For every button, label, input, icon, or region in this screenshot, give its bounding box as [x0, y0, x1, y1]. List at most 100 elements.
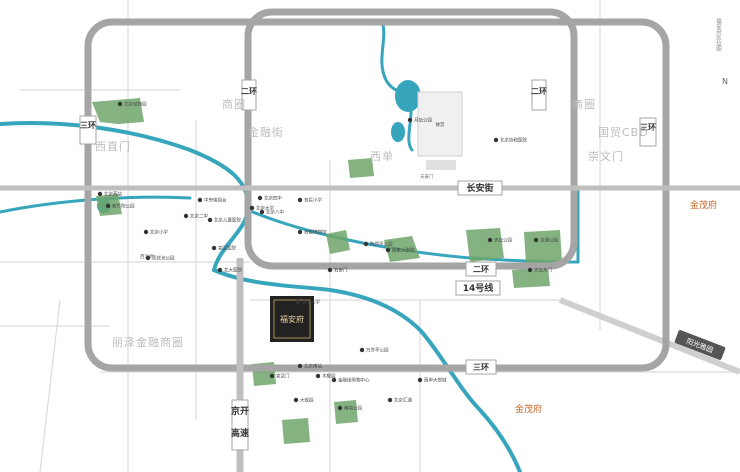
poi-dot	[493, 137, 499, 143]
poi-label: 龙潭公园	[540, 237, 558, 244]
poi-label: 北京协和医院	[500, 137, 527, 144]
poi-dot	[249, 205, 255, 211]
project-marker: 福安府	[270, 296, 314, 342]
ring-labels: 三环 二环 二环 三环 二环 三环	[79, 79, 657, 375]
poi-dot	[207, 217, 213, 223]
changan-label: 长安街	[466, 182, 493, 194]
svg-text:商圈: 商圈	[222, 97, 246, 111]
svg-text:三环: 三环	[80, 121, 96, 130]
poi-label: 木樨园	[322, 373, 336, 380]
poi-label: 国家大剧院	[392, 247, 415, 254]
poi-dot	[363, 241, 369, 247]
poi-label: 北京小学	[150, 229, 168, 236]
poi-dot	[533, 237, 539, 243]
poi-dot	[105, 203, 111, 209]
poi-dot	[211, 245, 217, 251]
poi-label: 北京二中	[190, 213, 208, 220]
poi-dot	[117, 101, 123, 107]
poi-label: 宣武医院	[218, 245, 236, 252]
poi-label: 天坛公园	[494, 237, 512, 244]
poi-label: 育民小学	[304, 197, 322, 204]
poi-dot	[297, 197, 303, 203]
diagonal-expressway: 阳光雅园	[558, 297, 740, 375]
poi-dot	[297, 363, 303, 369]
poi-dot	[143, 229, 149, 235]
poi-label: 金融街购物中心	[338, 377, 370, 384]
line14-label: 14号线	[463, 282, 494, 294]
poi-dot	[217, 267, 223, 273]
poi-dot	[385, 247, 391, 253]
svg-text:二环: 二环	[531, 87, 547, 96]
svg-text:福安府区位图: 福安府区位图	[715, 17, 722, 53]
poi-label: 莲花池公园	[152, 255, 175, 262]
poi-label: 西单大悦城	[424, 377, 447, 384]
poi-label: 万芳亭公园	[366, 347, 389, 354]
poi-label: 紫竹院公园	[112, 203, 135, 210]
poi-dot	[527, 267, 533, 273]
svg-text:金茂府: 金茂府	[515, 403, 542, 415]
poi-dot	[145, 255, 151, 261]
poi-label: 北京汇通	[394, 397, 412, 404]
poi-label: 大观园	[300, 397, 314, 404]
poi-dot	[407, 117, 413, 123]
second-ring-road	[244, 8, 578, 270]
poi-dot	[259, 209, 265, 215]
forbidden-city: 故宫	[417, 91, 463, 170]
poi-label: 北京西站	[104, 191, 122, 198]
poi-dot	[269, 373, 275, 379]
tiananmen-label: 天安门	[420, 173, 434, 180]
lakes	[97, 80, 421, 213]
poi-label: 北京四中	[264, 195, 282, 202]
svg-text:金茂府: 金茂府	[690, 199, 717, 211]
north-icon: N	[722, 77, 728, 86]
svg-text:丽泽金融商圈: 丽泽金融商圈	[112, 335, 184, 349]
poi-dot	[487, 237, 493, 243]
poi-dot	[183, 213, 189, 219]
poi-label: 北大医院	[224, 267, 242, 274]
poi-dot	[417, 377, 423, 383]
poi-label: 南站公园	[344, 405, 362, 412]
poi-dot	[359, 347, 365, 353]
poi-label: 宣武门	[276, 373, 290, 380]
jingkai-label-2: 高速	[231, 427, 249, 439]
poi-dot	[297, 229, 303, 235]
brand-logo-right: 金茂府	[690, 199, 717, 211]
jingkai-label-1: 京开	[231, 405, 249, 417]
poi-label: 月坛公园	[414, 117, 432, 124]
svg-text:崇文门: 崇文门	[588, 149, 624, 163]
poi-label: 首都博物馆	[304, 229, 327, 236]
svg-text:福安府: 福安府	[280, 314, 304, 324]
svg-text:三环: 三环	[473, 363, 489, 372]
poi-label: 北京动物园	[124, 101, 147, 108]
district-labels: 商圈 金融街 商圈 国贸CBD 丽泽金融商圈 西直门 西单 崇文门	[95, 97, 649, 349]
poi-dot	[257, 195, 263, 201]
poi-label: 北京儿童医院	[214, 217, 241, 224]
svg-text:商圈: 商圈	[572, 97, 596, 111]
poi-dot	[337, 405, 343, 411]
svg-text:国贸CBD: 国贸CBD	[598, 126, 649, 139]
parks	[92, 98, 562, 444]
poi-dot	[387, 397, 393, 403]
svg-text:西直门: 西直门	[95, 139, 131, 153]
third-ring-road	[84, 18, 670, 372]
poi-dot	[293, 397, 299, 403]
poi-dot	[97, 191, 103, 197]
poi-label: 天坛东门	[534, 267, 552, 274]
svg-text:二环: 二环	[241, 87, 257, 96]
brand-logo-bottom: 金茂府	[515, 403, 542, 415]
poi-label: 清华大学	[302, 299, 320, 306]
poi-label: 中央电视台	[204, 197, 227, 204]
svg-text:金融街: 金融街	[248, 125, 284, 139]
poi-dot	[327, 267, 333, 273]
poi-label: 北京八中	[266, 209, 284, 216]
poi-dot	[315, 373, 321, 379]
poi-dot	[331, 377, 337, 383]
svg-text:三环: 三环	[640, 123, 656, 132]
svg-text:故宫: 故宫	[436, 121, 445, 128]
corner-title: 福安府区位图 N	[715, 17, 728, 86]
poi-label: 陶然亭公园	[370, 241, 393, 248]
poi-label: 北京大学	[256, 205, 274, 212]
svg-text:二环: 二环	[473, 265, 489, 274]
